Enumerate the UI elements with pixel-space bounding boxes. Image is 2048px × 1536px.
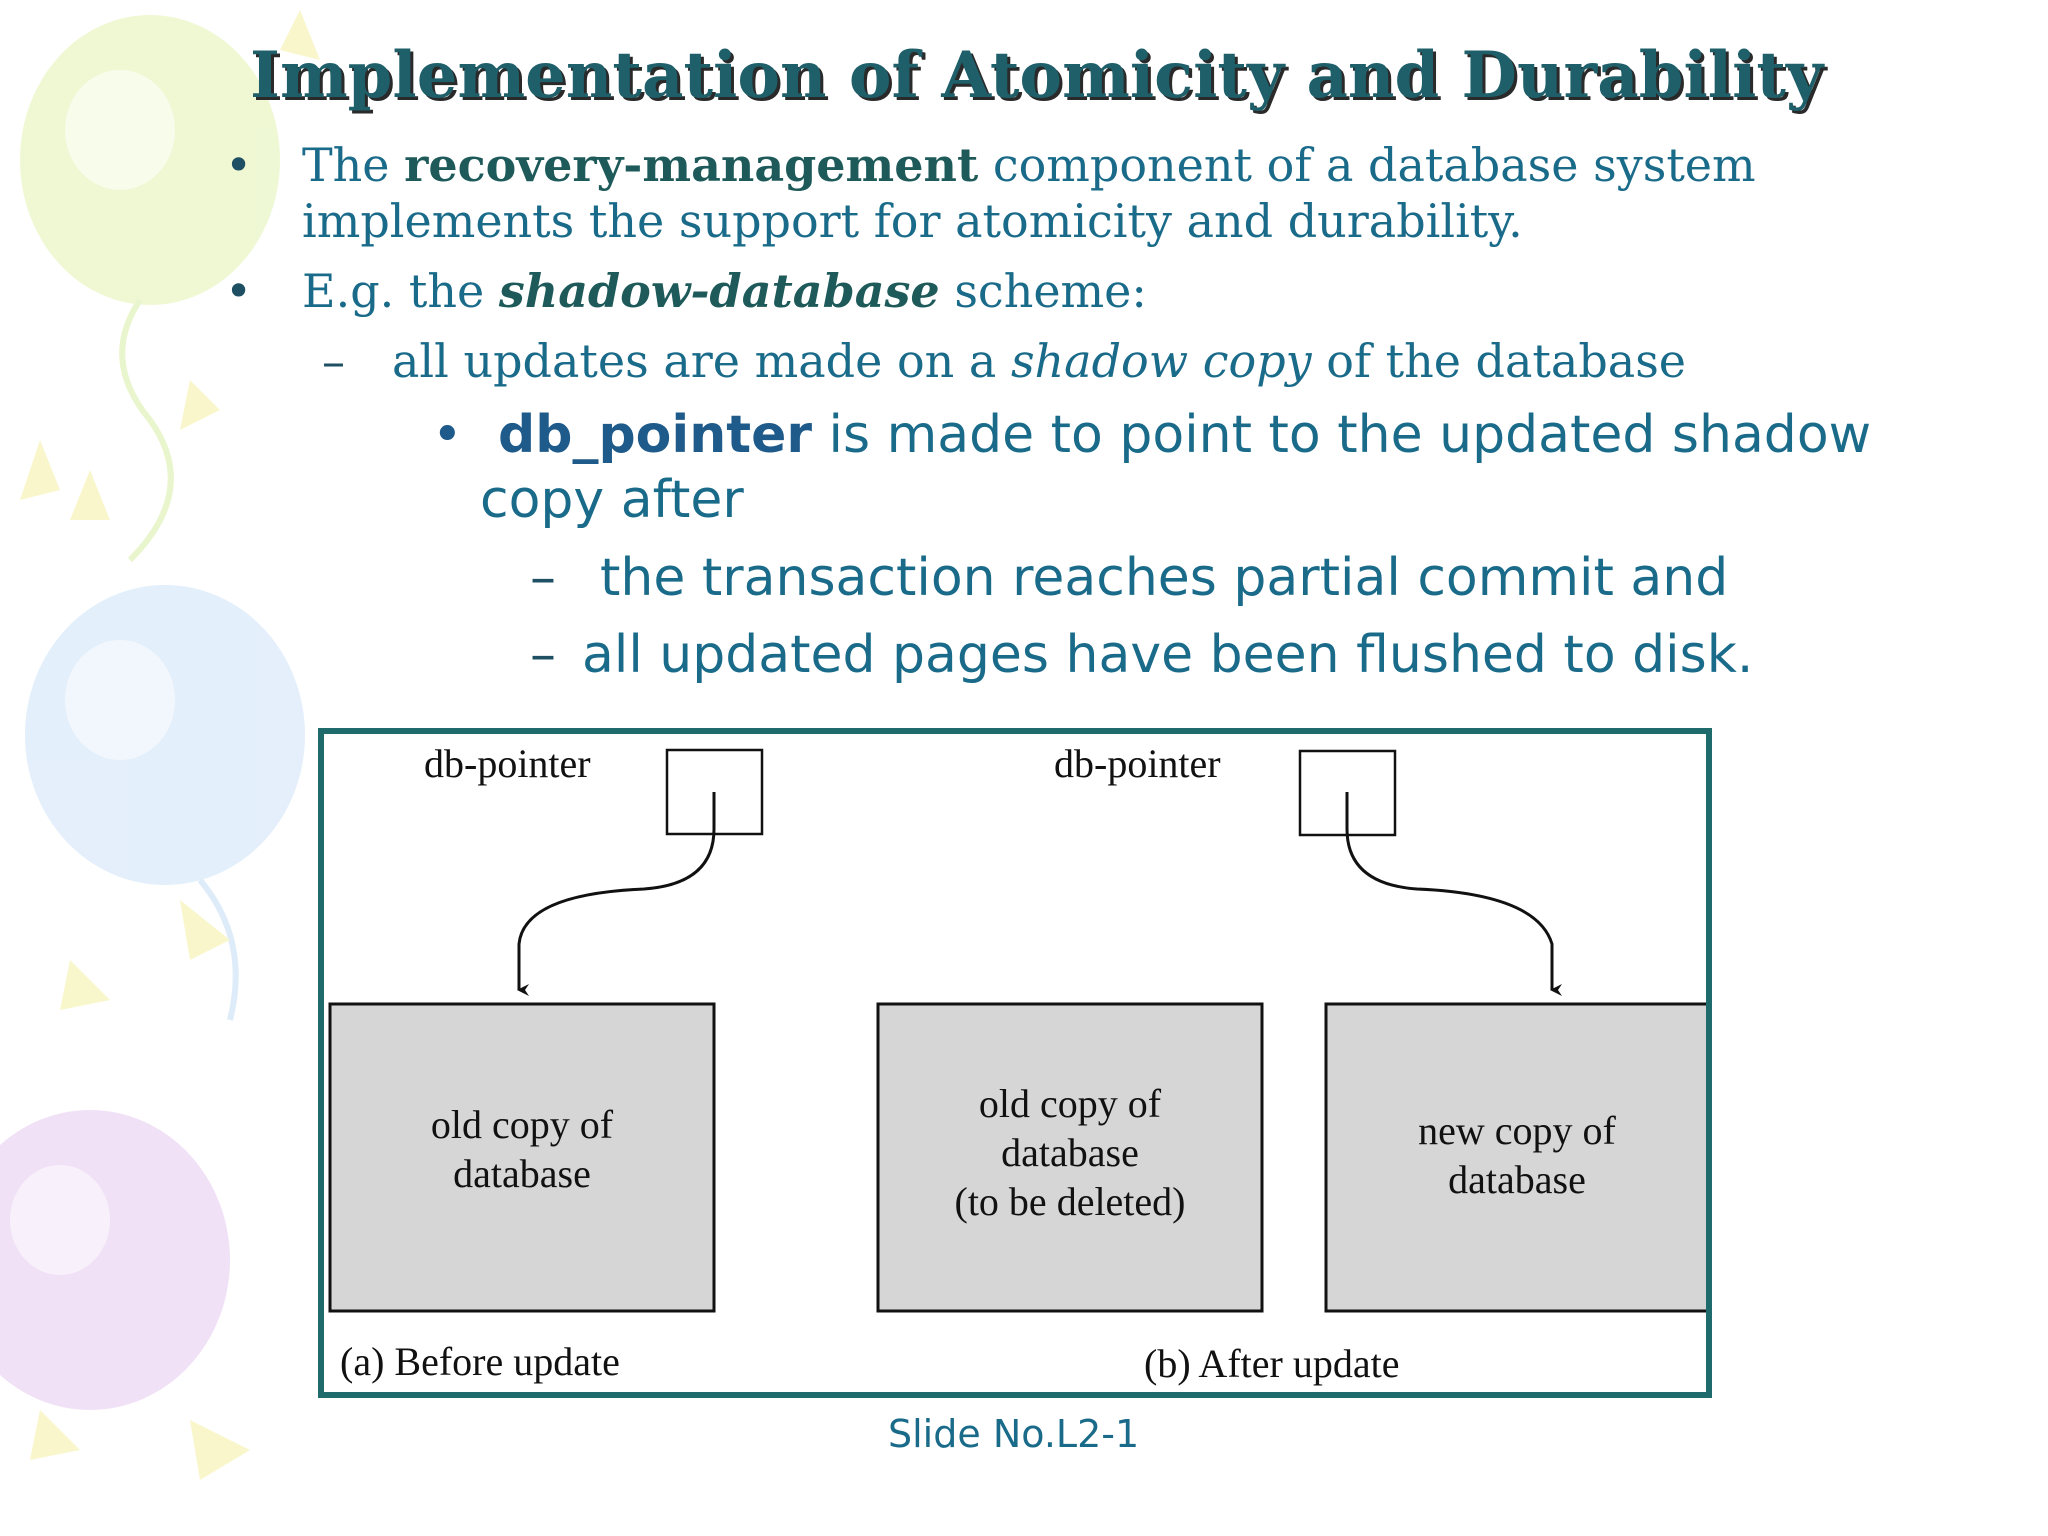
box-text-line: old copy of xyxy=(979,1081,1162,1126)
dash-marker: – xyxy=(322,334,345,388)
shadow-copy-term: shadow copy xyxy=(1010,334,1312,388)
box-text-line: old copy of xyxy=(431,1102,614,1147)
text-fragment: all updates are made on a xyxy=(392,334,1011,388)
box-text-line: database xyxy=(453,1151,591,1196)
dash-marker: – xyxy=(530,625,556,685)
text-fragment: E.g. the xyxy=(302,264,499,318)
text-fragment: is made to point to the updated shadow xyxy=(812,405,1872,465)
sub-bullet-flushed: all updated pages have been flushed to d… xyxy=(582,625,1754,685)
slide-number: Slide No.L2-1 xyxy=(888,1412,1140,1456)
sub-bullet-shadow-copy: all updates are made on a shadow copy of… xyxy=(392,334,1686,388)
diagram-canvas: db-pointer db-pointer old copy of databa… xyxy=(328,741,1706,1386)
old-database-box-after xyxy=(876,1002,1264,1313)
pointer-arrow-before xyxy=(517,792,716,996)
old-database-box-before xyxy=(328,1002,716,1313)
dash-marker: – xyxy=(530,548,556,608)
text-fragment: of the database xyxy=(1311,334,1687,388)
bullet-db-pointer-line2: copy after xyxy=(480,470,744,530)
text-fragment: scheme: xyxy=(939,264,1147,318)
bullet-marker: • xyxy=(432,405,463,465)
bullet-marker: • xyxy=(225,138,253,192)
box-text-line: new copy of xyxy=(1418,1108,1616,1153)
box-text-line: database xyxy=(1001,1130,1139,1175)
bullet-marker: • xyxy=(225,264,253,318)
db-pointer-term: db_pointer xyxy=(498,405,813,465)
text-fragment: The xyxy=(302,138,405,192)
box-text-line: database xyxy=(1448,1157,1586,1202)
bullet-shadow-database: E.g. the shadow-database scheme: xyxy=(302,264,1147,318)
caption-before-update: (a) Before update xyxy=(340,1339,620,1384)
recovery-management-term: recovery-management xyxy=(404,138,979,192)
pointer-arrow-after xyxy=(1345,792,1562,996)
new-database-box-after xyxy=(1324,1002,1706,1313)
caption-after-update: (b) After update xyxy=(1144,1341,1399,1386)
bullet-recovery-line1: The recovery-management component of a d… xyxy=(302,138,1756,192)
bullet-recovery-line2: implements the support for atomicity and… xyxy=(302,194,1523,248)
text-fragment: component of a database system xyxy=(978,138,1756,192)
box-text-line: (to be deleted) xyxy=(955,1179,1186,1224)
shadow-database-diagram: db-pointer db-pointer old copy of databa… xyxy=(318,728,1712,1398)
slide-title: Implementation of Atomicity and Durabili… xyxy=(250,38,1824,113)
shadow-database-term: shadow-database xyxy=(498,264,940,318)
balloon-decoration xyxy=(0,10,320,1480)
bullet-db-pointer-line1: db_pointer is made to point to the updat… xyxy=(498,405,1871,465)
sub-bullet-partial-commit: the transaction reaches partial commit a… xyxy=(600,548,1729,608)
db-pointer-label-after: db-pointer xyxy=(1054,741,1221,786)
db-pointer-label-before: db-pointer xyxy=(424,741,591,786)
